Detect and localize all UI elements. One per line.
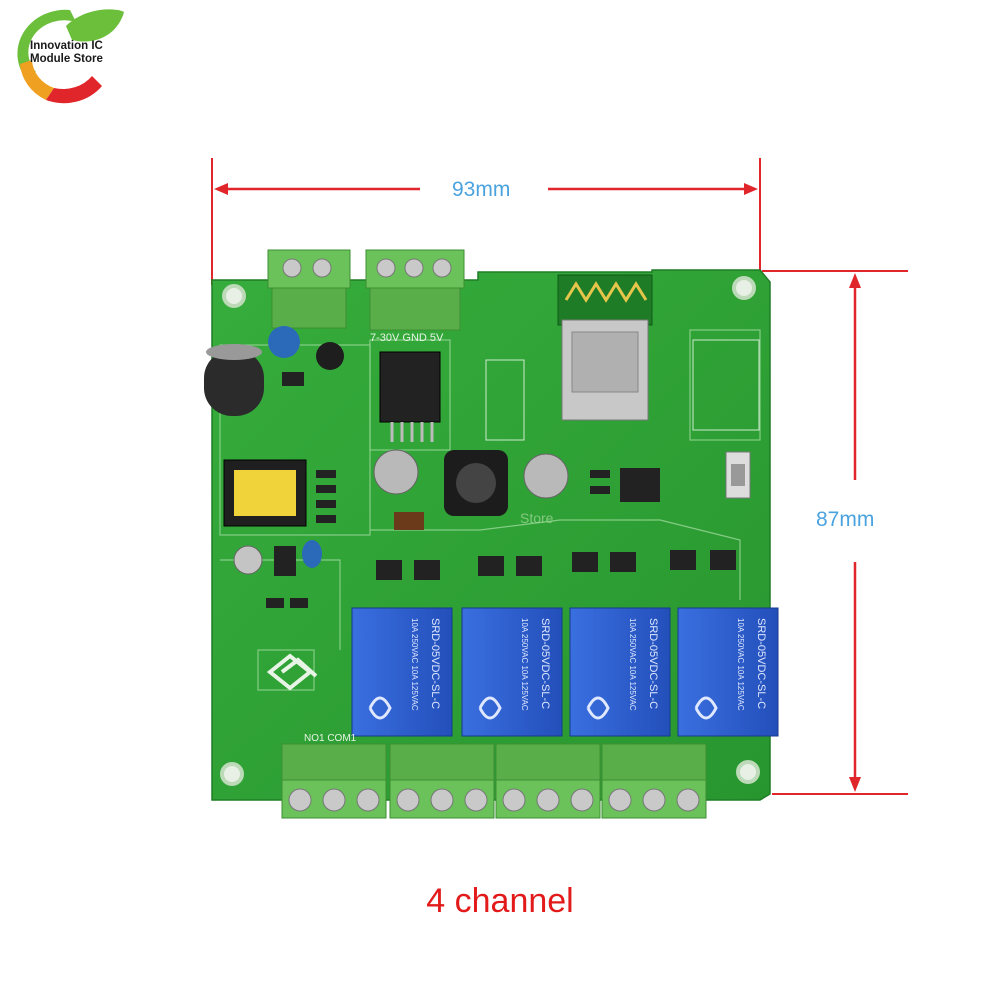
relay-rating-label: 10A 250VAC 10A 125VAC bbox=[736, 618, 745, 711]
product-caption: 4 channel bbox=[426, 882, 574, 920]
output-terminal-3 bbox=[495, 743, 601, 819]
terminal-screw bbox=[570, 788, 594, 812]
inductor bbox=[444, 450, 508, 516]
height-dimension bbox=[762, 270, 908, 795]
relay-rating-label: 10A 250VAC 10A 125VAC bbox=[520, 618, 529, 711]
brand-logo-icon bbox=[17, 9, 124, 104]
reset-button bbox=[725, 451, 751, 499]
relay-model-label: SRD-05VDC-SL-C bbox=[429, 618, 441, 709]
transformer bbox=[223, 459, 307, 527]
terminal-screw bbox=[288, 788, 312, 812]
power-silkscreen-label: 7-30V GND 5V bbox=[370, 332, 444, 344]
terminal-screw bbox=[430, 788, 454, 812]
relay-model-label: SRD-05VDC-SL-C bbox=[755, 618, 767, 709]
wifi-module bbox=[557, 274, 653, 421]
relay-brand-mark bbox=[368, 696, 392, 720]
relay-brand-mark bbox=[694, 696, 718, 720]
brand-line-1: Innovation IC bbox=[30, 40, 103, 52]
terminal-screw bbox=[642, 788, 666, 812]
terminal-screw bbox=[322, 788, 346, 812]
terminal-screw bbox=[608, 788, 632, 812]
power-terminal-2pin bbox=[267, 249, 351, 329]
height-label: 87mm bbox=[816, 508, 875, 531]
relay-2: SRD-05VDC-SL-C 10A 250VAC 10A 125VAC bbox=[461, 607, 563, 737]
relay-model-label: SRD-05VDC-SL-C bbox=[647, 618, 659, 709]
brand-line-2: Module Store bbox=[30, 53, 103, 65]
electrolytic-capacitors bbox=[204, 344, 569, 575]
relay-3: SRD-05VDC-SL-C 10A 250VAC 10A 125VAC bbox=[569, 607, 671, 737]
width-label: 93mm bbox=[452, 178, 511, 201]
watermark-text: Store bbox=[520, 510, 554, 526]
relay-model-label: SRD-05VDC-SL-C bbox=[539, 618, 551, 709]
output-terminal-1 bbox=[281, 743, 387, 819]
terminal-screw bbox=[396, 788, 420, 812]
relay-4: SRD-05VDC-SL-C 10A 250VAC 10A 125VAC bbox=[677, 607, 779, 737]
terminal-screw bbox=[464, 788, 488, 812]
ceramic-capacitors bbox=[268, 326, 344, 568]
board-logo-silkscreen bbox=[266, 653, 318, 691]
smd-components bbox=[266, 372, 736, 608]
relay-rating-label: 10A 250VAC 10A 125VAC bbox=[410, 618, 419, 711]
brand-name: Innovation IC Module Store bbox=[30, 40, 130, 66]
voltage-regulator bbox=[379, 351, 441, 442]
relay-rating-label: 10A 250VAC 10A 125VAC bbox=[628, 618, 637, 711]
relay-brand-mark bbox=[478, 696, 502, 720]
relay-1: SRD-05VDC-SL-C 10A 250VAC 10A 125VAC bbox=[351, 607, 453, 737]
relay-brand-mark bbox=[586, 696, 610, 720]
terminal-screw bbox=[676, 788, 700, 812]
output-terminals bbox=[281, 743, 707, 819]
width-dimension bbox=[211, 158, 761, 285]
terminal-screw bbox=[536, 788, 560, 812]
terminal-screw bbox=[356, 788, 380, 812]
terminal-silkscreen-label: NO1 COM1 bbox=[304, 733, 357, 744]
output-terminal-4 bbox=[601, 743, 707, 819]
output-terminal-2 bbox=[389, 743, 495, 819]
power-terminal-3pin bbox=[365, 249, 465, 331]
terminal-screw bbox=[502, 788, 526, 812]
